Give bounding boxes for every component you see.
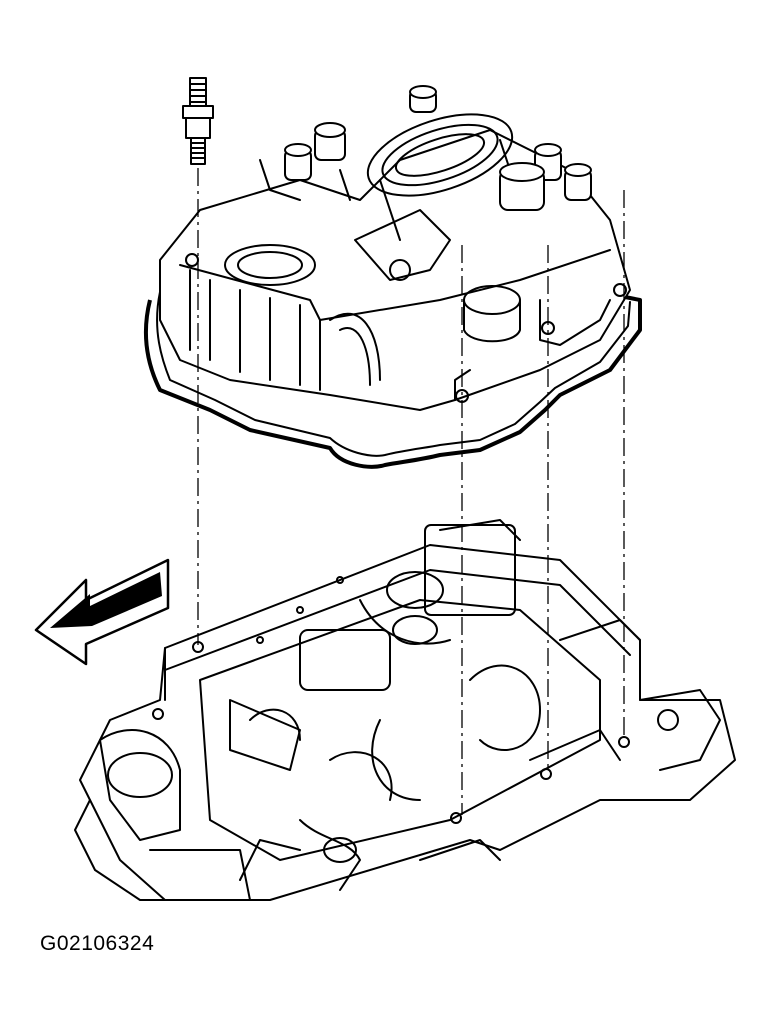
figure-code-label: G02106324 [40, 932, 155, 955]
alignment-lines [197, 168, 625, 815]
manifold-bolt [182, 77, 214, 165]
lower-intake-manifold [74, 519, 736, 901]
upper-intake-manifold [159, 85, 631, 411]
front-direction-arrow [34, 558, 170, 666]
intake-manifold-gasket [143, 291, 642, 469]
